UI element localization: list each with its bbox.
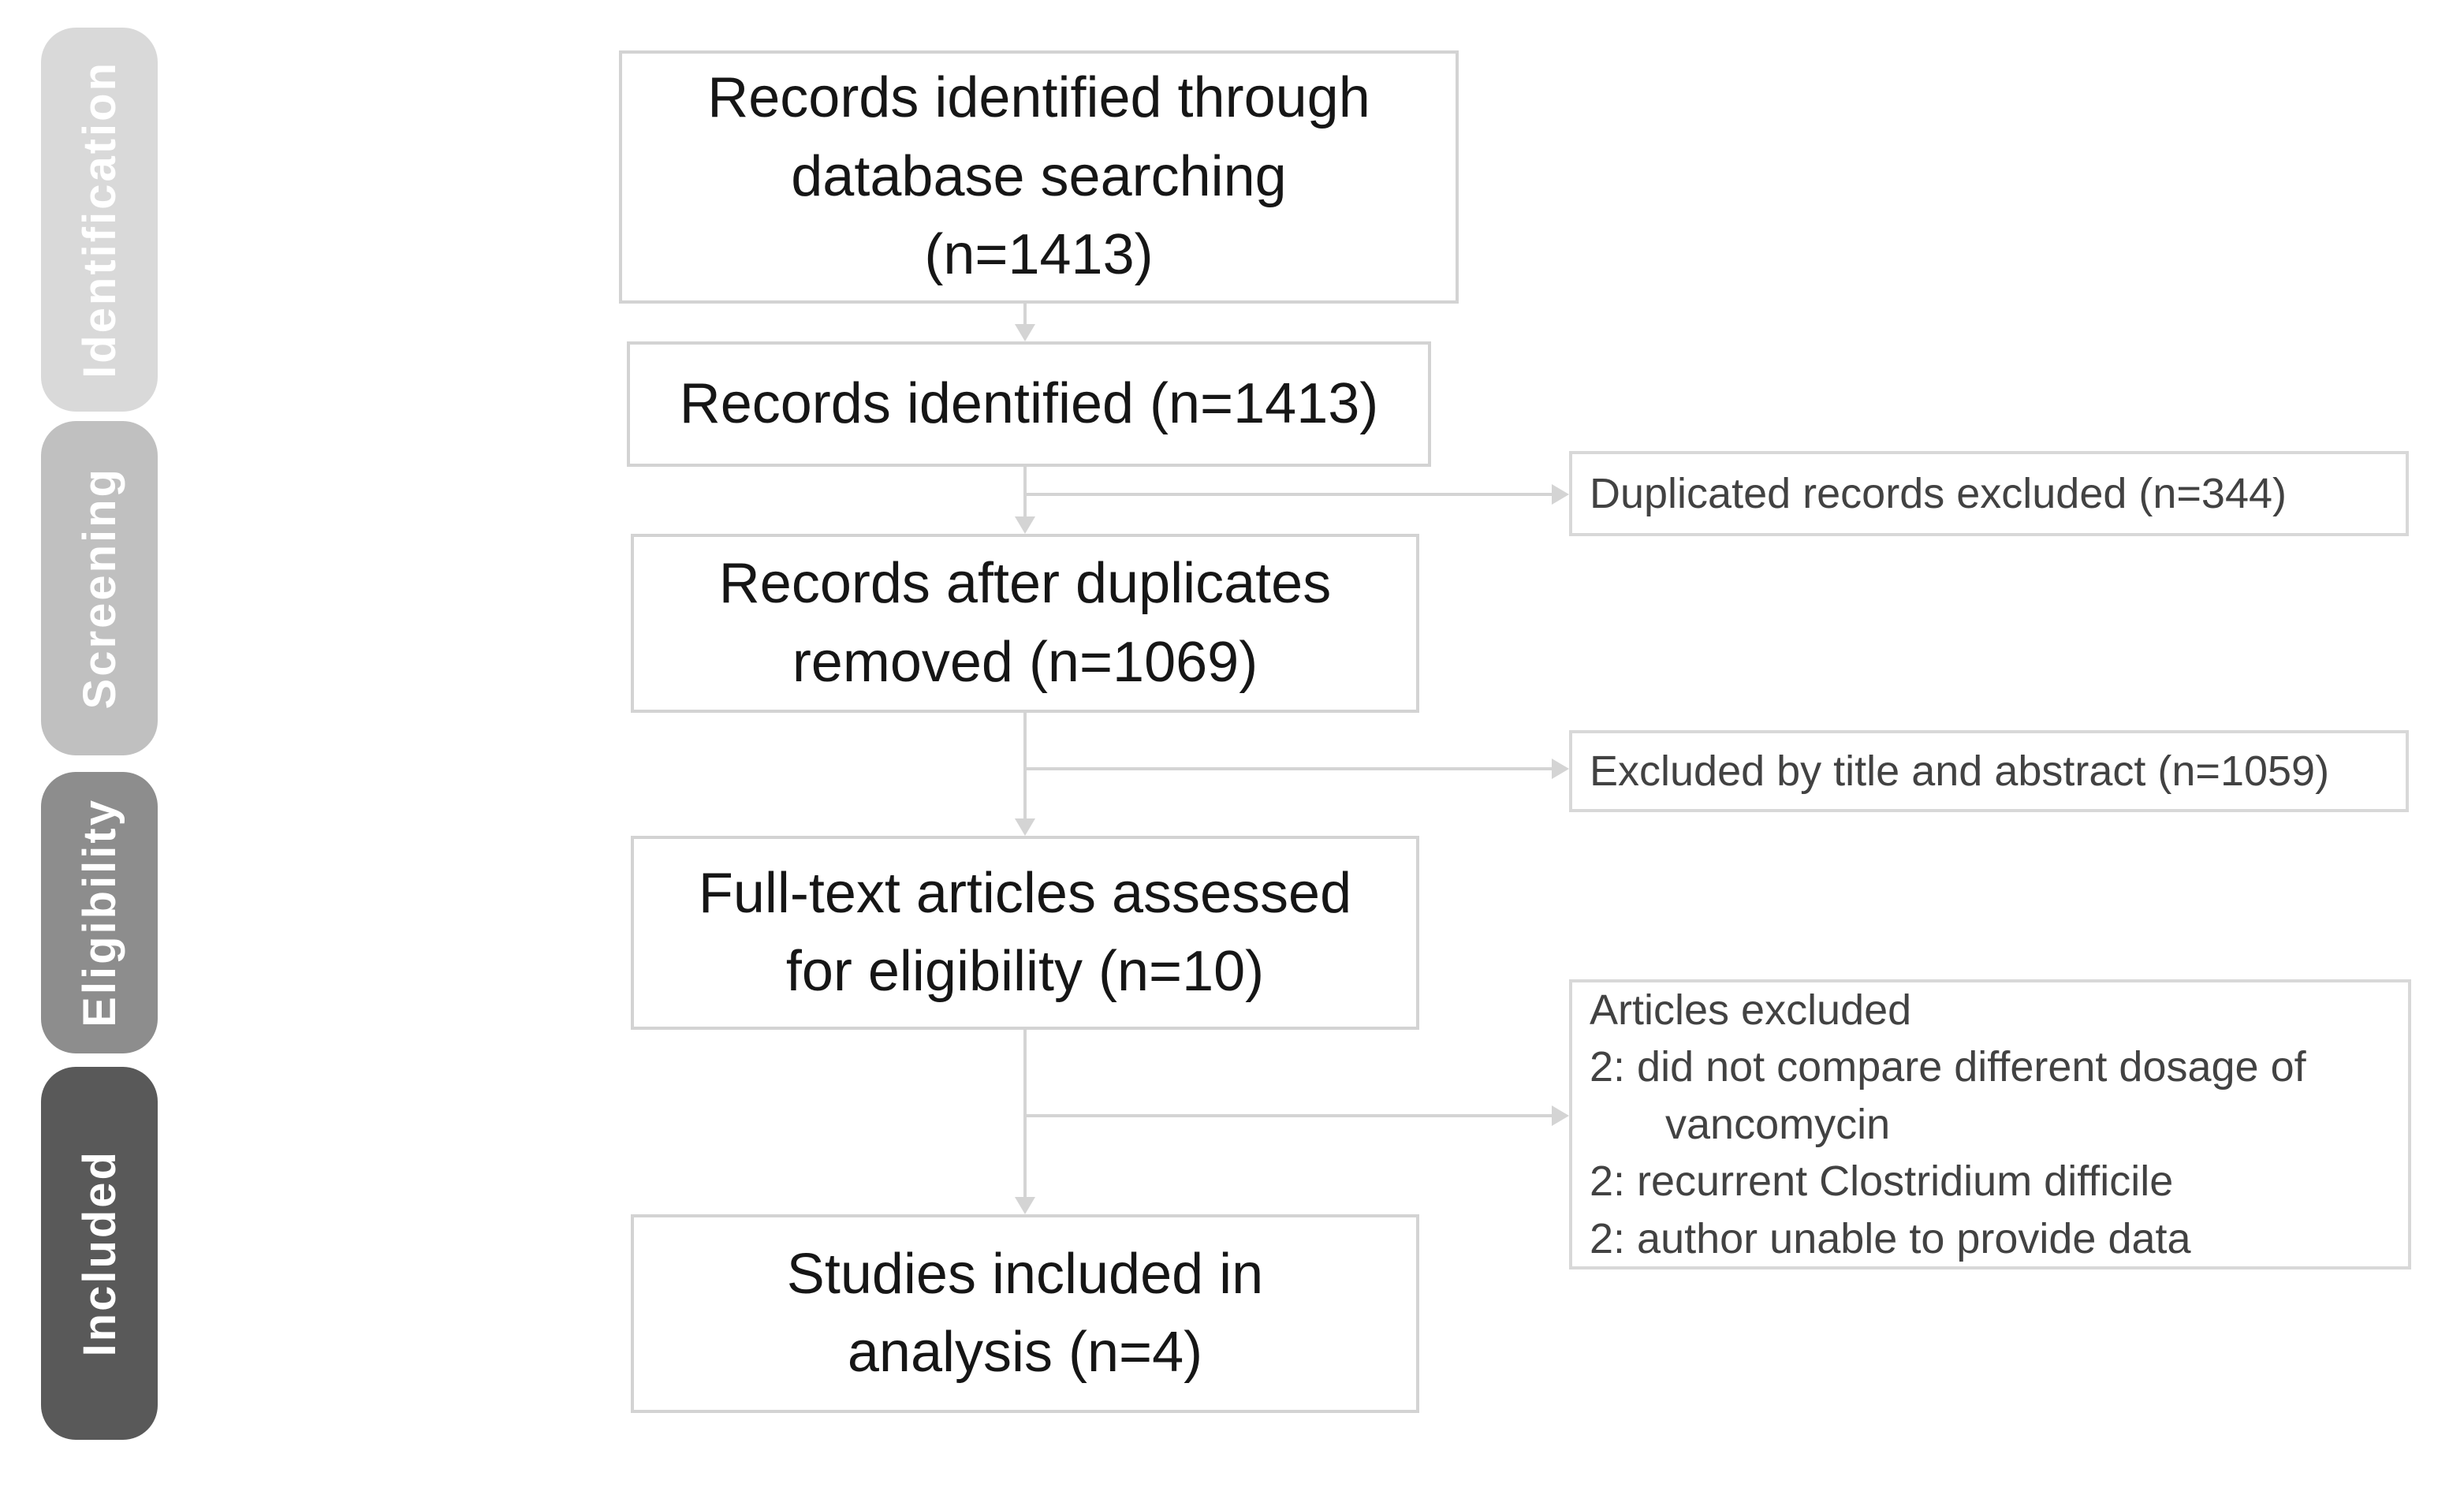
box-text-line: for eligibility (n=10) xyxy=(785,940,1265,1003)
connector-branch-articles-excluded xyxy=(1025,1114,1552,1117)
box-text-line: Records identified through xyxy=(707,66,1370,130)
arrow-down-icon xyxy=(1015,516,1035,534)
side-box-text-line: Articles excluded xyxy=(1590,986,1912,1035)
arrow-right-icon xyxy=(1552,484,1569,505)
box-text-line: Studies included in xyxy=(786,1242,1264,1306)
box-text-line: removed (n=1069) xyxy=(792,630,1258,694)
side-box-text-line: vancomycin xyxy=(1665,1100,1891,1148)
box-records-identified: Records identified (n=1413) xyxy=(627,341,1431,467)
stage-label-screening: Screening xyxy=(73,467,125,710)
box-text-line: Records identified (n=1413) xyxy=(679,371,1379,435)
connector-identified-db-to-identified xyxy=(1023,304,1027,327)
arrow-down-icon xyxy=(1015,818,1035,836)
box-text-line: Records after duplicates xyxy=(718,552,1332,616)
arrow-down-icon xyxy=(1015,324,1035,341)
side-box-articles-excluded: Articles excluded 2: did not compare dif… xyxy=(1569,979,2411,1269)
stage-band-eligibility: Eligibility xyxy=(41,772,158,1053)
box-records-after-duplicates: Records after duplicates removed (n=1069… xyxy=(631,534,1419,713)
side-box-text-line: 2: recurrent Clostridium difficile xyxy=(1590,1158,2174,1206)
stage-band-screening: Screening xyxy=(41,421,158,755)
side-box-text-line: Excluded by title and abstract (n=1059) xyxy=(1590,747,2330,795)
stage-label-eligibility: Eligibility xyxy=(73,798,125,1027)
arrow-down-icon xyxy=(1015,1197,1035,1214)
side-box-text-line: 2: author unable to provide data xyxy=(1590,1214,2191,1262)
side-box-title-abstract-excluded: Excluded by title and abstract (n=1059) xyxy=(1569,730,2409,812)
stage-label-identification: Identification xyxy=(73,61,125,378)
side-box-duplicates-excluded: Duplicated records excluded (n=344) xyxy=(1569,451,2409,536)
connector-branch-title-abstract-excluded xyxy=(1025,767,1552,770)
stage-band-included: Included xyxy=(41,1067,158,1440)
stage-label-included: Included xyxy=(73,1150,125,1357)
box-text-line: database searching xyxy=(791,144,1287,208)
box-text-line: (n=1413) xyxy=(924,223,1154,287)
stage-band-identification: Identification xyxy=(41,28,158,412)
arrow-right-icon xyxy=(1552,759,1569,779)
box-studies-included: Studies included in analysis (n=4) xyxy=(631,1214,1419,1413)
connector-branch-duplicates-excluded xyxy=(1025,493,1552,496)
box-fulltext-assessed: Full-text articles assessed for eligibil… xyxy=(631,836,1419,1030)
side-box-text-line: 2: did not compare different dosage of xyxy=(1590,1043,2306,1091)
side-box-text-line: Duplicated records excluded (n=344) xyxy=(1590,469,2287,517)
box-text-line: analysis (n=4) xyxy=(847,1321,1203,1384)
box-text-line: Full-text articles assessed xyxy=(698,861,1352,925)
arrow-right-icon xyxy=(1552,1105,1569,1126)
box-records-identified-database: Records identified through database sear… xyxy=(619,50,1459,304)
